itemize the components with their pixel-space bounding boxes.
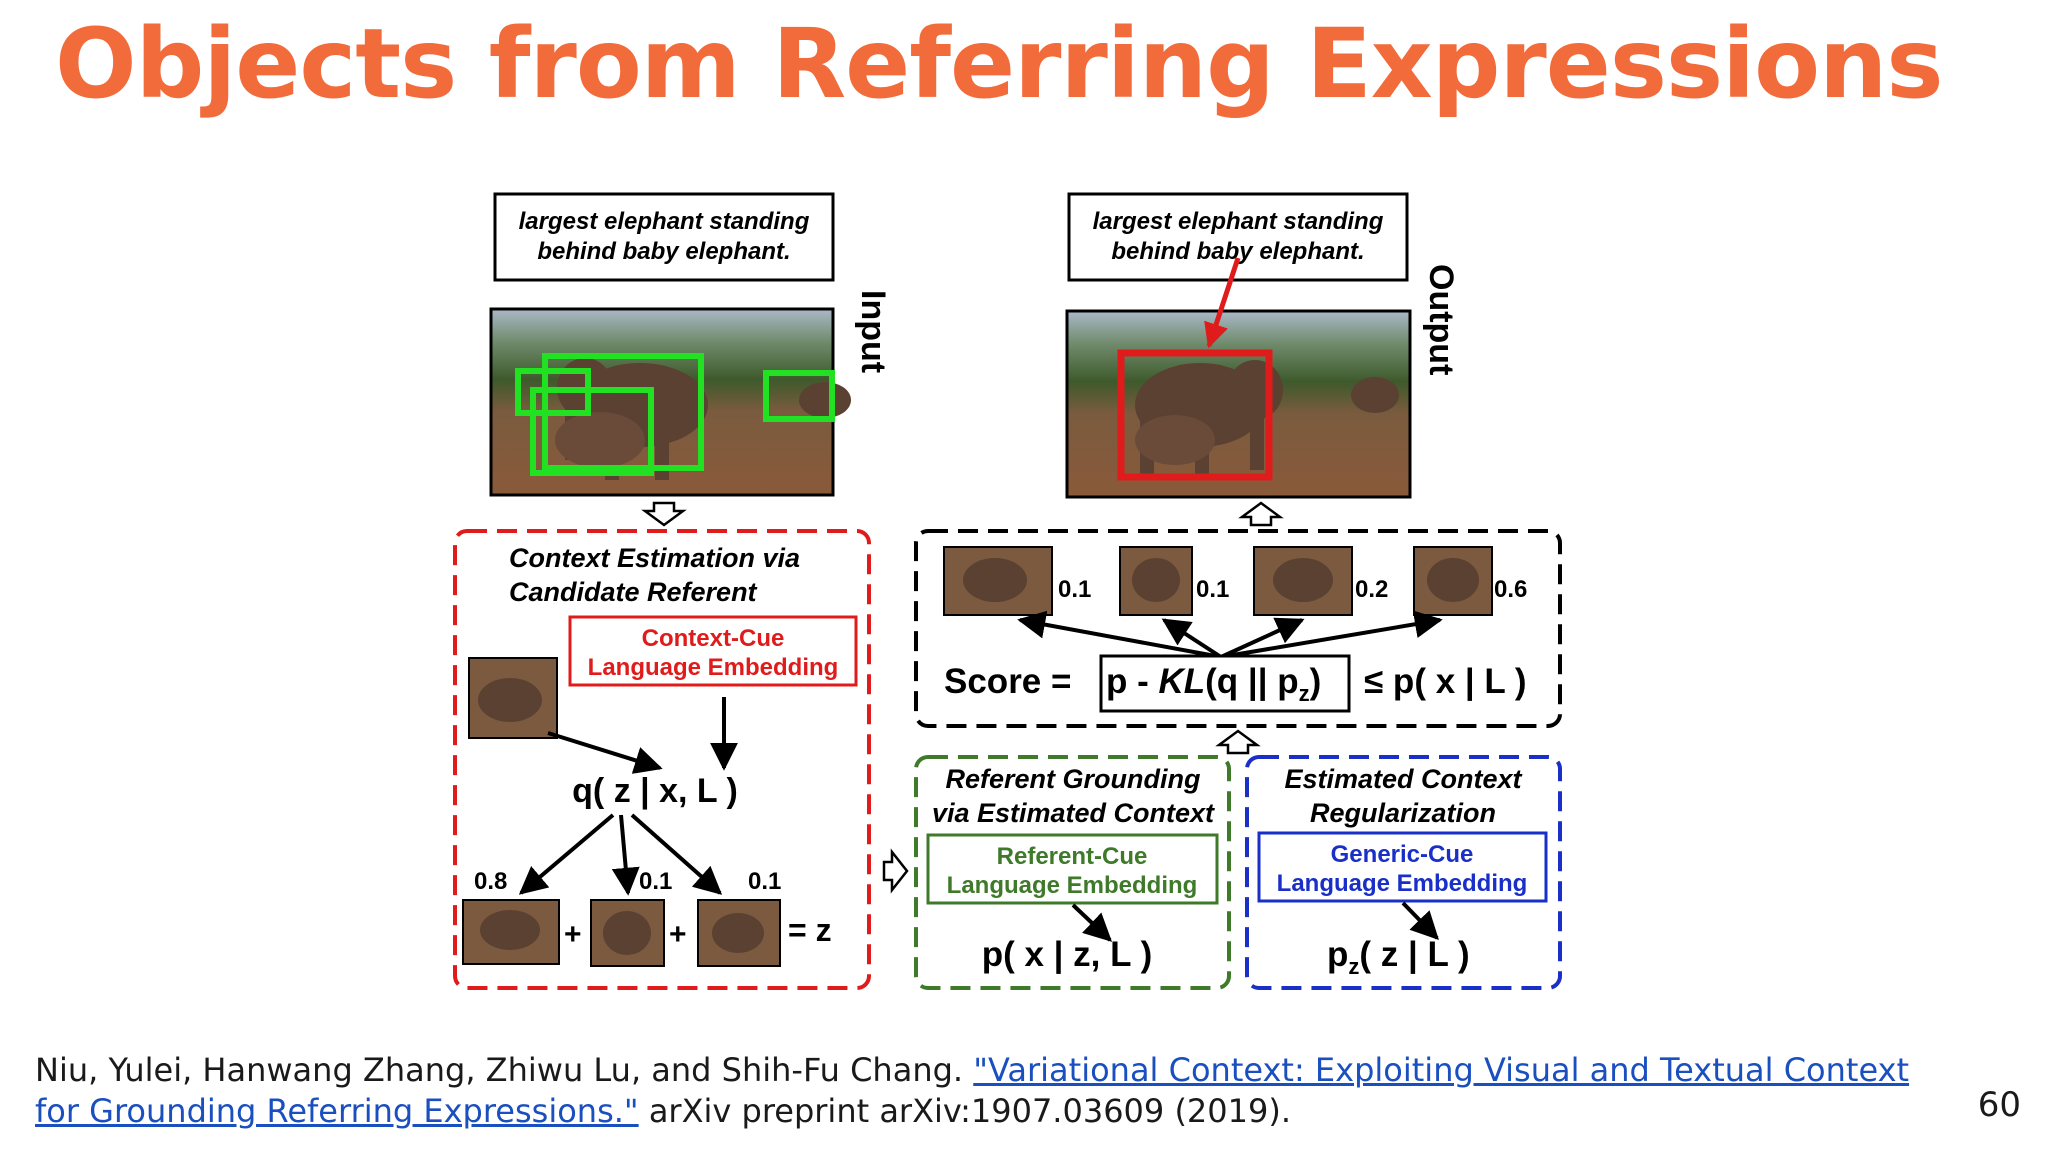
citation-authors: Niu, Yulei, Hanwang Zhang, Zhiwu Lu, and… xyxy=(35,1051,974,1089)
elephant-photo xyxy=(1135,360,1399,475)
citation-suffix: arXiv preprint arXiv:1907.03609 (2019). xyxy=(638,1092,1292,1130)
candidate-boxes xyxy=(515,353,835,476)
regularization-box: Estimated Context Regularization Generic… xyxy=(1245,755,1562,990)
predicted-referent-box xyxy=(1117,349,1273,481)
grounding-formula: p( x | z, L ) xyxy=(982,935,1153,974)
citation-link[interactable]: "Variational Context: Exploiting Visual … xyxy=(35,1051,1910,1130)
regularization-title-line1: Estimated Context xyxy=(1284,764,1522,794)
page-number: 60 xyxy=(1977,1085,2021,1125)
down-arrow-icon xyxy=(641,501,687,527)
right-arrow-icon xyxy=(882,848,909,894)
score-box: 0.1 0.1 0.2 0.6 Score = p - KL(q || pz) … xyxy=(914,529,1562,728)
input-caption-line1: largest elephant standing xyxy=(519,208,810,235)
candidate-thumbnail xyxy=(590,899,665,967)
equals-z: = z xyxy=(788,912,832,948)
candidate-thumbnail xyxy=(1119,546,1193,616)
referent-grounding-box: Referent Grounding via Estimated Context… xyxy=(914,755,1231,990)
regularization-formula: pz( z | L ) xyxy=(1327,935,1470,979)
score-2: 0.1 xyxy=(1196,576,1229,603)
output-pointer-arrow xyxy=(1204,257,1241,349)
input-label: Input xyxy=(854,290,892,373)
regularization-title-line2: Regularization xyxy=(1310,798,1496,828)
context-embedding-line2: Language Embedding xyxy=(588,654,839,681)
slide-title: Objects from Referring Expressions xyxy=(55,8,1943,120)
plus-sign: + xyxy=(669,918,687,951)
up-arrow-icon xyxy=(1215,729,1261,755)
score-label: Score = xyxy=(944,662,1071,701)
score-4: 0.6 xyxy=(1494,576,1527,603)
weight-1: 0.8 xyxy=(474,868,507,895)
input-caption-line2: behind baby elephant. xyxy=(537,238,790,265)
citation: Niu, Yulei, Hanwang Zhang, Zhiwu Lu, and… xyxy=(35,1050,1935,1132)
input-image xyxy=(489,307,851,497)
candidate-thumbnail xyxy=(468,657,558,739)
context-title-line1: Context Estimation via xyxy=(509,543,800,573)
context-estimation-box: Context Estimation via Candidate Referen… xyxy=(453,529,871,990)
regularization-embedding-line1: Generic-Cue xyxy=(1331,841,1474,868)
weight-3: 0.1 xyxy=(748,868,781,895)
plus-sign: + xyxy=(564,918,582,951)
candidate-thumbnail xyxy=(943,546,1053,616)
candidate-thumbnail xyxy=(1413,546,1493,616)
score-1: 0.1 xyxy=(1058,576,1091,603)
input-caption-box: largest elephant standing behind baby el… xyxy=(493,192,835,282)
weight-2: 0.1 xyxy=(639,868,672,895)
grounding-embedding-line2: Language Embedding xyxy=(947,872,1198,899)
grounding-embedding-line1: Referent-Cue xyxy=(997,843,1148,870)
context-embedding-line1: Context-Cue xyxy=(642,625,785,652)
output-image xyxy=(1065,257,1412,499)
grounding-title-line1: Referent Grounding xyxy=(946,764,1202,794)
score-3: 0.2 xyxy=(1355,576,1388,603)
output-caption-box: largest elephant standing behind baby el… xyxy=(1067,192,1409,282)
grounding-title-line2: via Estimated Context xyxy=(932,798,1215,828)
score-formula: p - KL(q || pz) xyxy=(1106,662,1321,706)
candidate-thumbnail xyxy=(697,899,781,967)
candidate-thumbnail xyxy=(1253,546,1353,616)
context-title-line2: Candidate Referent xyxy=(509,577,758,607)
output-label: Output xyxy=(1422,264,1460,375)
output-caption-line1: largest elephant standing xyxy=(1093,208,1384,235)
posterior-formula: q( z | x, L ) xyxy=(572,772,738,810)
up-arrow-icon xyxy=(1238,501,1284,527)
candidate-thumbnail xyxy=(462,899,560,965)
score-bound: ≤ p( x | L ) xyxy=(1364,662,1527,701)
regularization-embedding-line2: Language Embedding xyxy=(1277,870,1528,897)
